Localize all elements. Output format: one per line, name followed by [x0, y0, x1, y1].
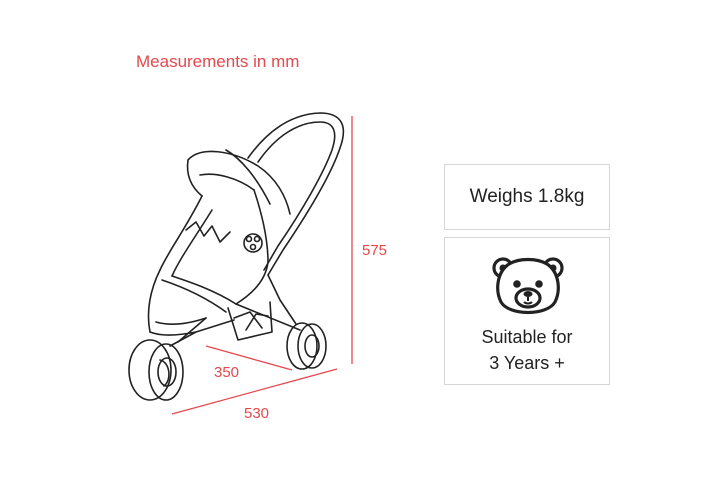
age-line-2: 3 Years +	[489, 353, 565, 373]
depth-dimension-label: 350	[214, 364, 240, 381]
weight-card: Weighs 1.8kg	[444, 164, 610, 230]
height-dimension-label: 575	[362, 242, 388, 259]
width-dimension-line	[171, 368, 338, 415]
width-dimension-label: 530	[244, 405, 270, 422]
weight-text: Weighs 1.8kg	[469, 186, 585, 207]
age-card: Suitable for 3 Years +	[444, 237, 610, 385]
measurements-title: Measurements in mm	[136, 52, 300, 71]
age-line-1: Suitable for	[481, 327, 573, 347]
teddy-bear-icon	[492, 257, 564, 314]
depth-dimension-line	[205, 345, 293, 371]
age-text: Suitable for 3 Years +	[445, 324, 609, 376]
